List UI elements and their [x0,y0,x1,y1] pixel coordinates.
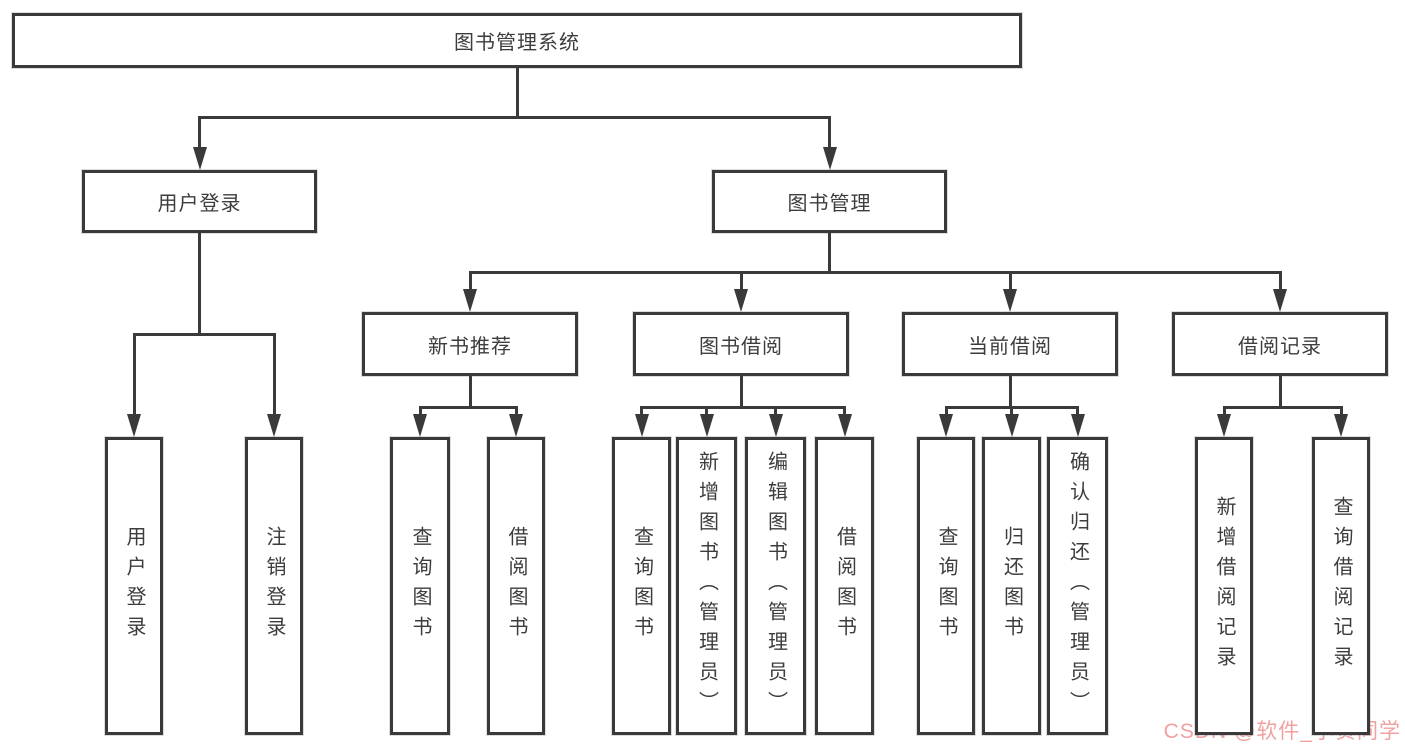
node-label-leaf-query-borrow-record: 查询借阅记录 [1330,496,1352,676]
node-label-leaf-edit-book-admin: 编辑图书（管理员） [764,451,787,721]
edge-drop [640,406,643,421]
node-new-book-recommend: 新书推荐 [362,312,578,376]
node-label-borrow-records: 借阅记录 [1238,335,1322,358]
node-leaf-return-book: 归还图书 [982,437,1041,735]
edge-bus [468,271,1282,274]
arrowhead-down-icon [127,414,141,437]
arrowhead-down-icon [634,414,649,437]
edge-drop [132,333,136,421]
arrowhead-down-icon [1003,289,1017,312]
node-label-leaf-borrow-book-1: 借阅图书 [505,526,527,646]
node-label-root: 图书管理系统 [454,32,580,54]
arrowhead-down-icon [509,414,523,437]
node-label-leaf-query-book-3: 查询图书 [935,526,957,646]
edge-drop [1278,271,1282,296]
node-root: 图书管理系统 [12,13,1022,68]
node-label-leaf-add-book-admin: 新增图书（管理员） [695,451,718,721]
arrowhead-down-icon [413,414,427,437]
edge-bus [1222,406,1343,409]
arrowhead-down-icon [1004,414,1019,437]
edge-drop [828,116,831,154]
edge-stem [198,233,201,335]
edge-bus [418,406,518,409]
arrowhead-down-icon [837,414,852,437]
edge-drop [468,271,472,296]
arrowhead-down-icon [1070,414,1085,437]
node-leaf-user-login: 用户登录 [105,437,163,735]
node-label-leaf-return-book: 归还图书 [1000,526,1023,646]
arrowhead-down-icon [1217,414,1231,437]
node-leaf-borrow-book-1: 借阅图书 [487,437,545,735]
node-leaf-query-book-2: 查询图书 [612,437,671,735]
edge-bus [132,333,276,336]
edge-drop [418,406,422,421]
arrowhead-down-icon [192,147,207,170]
edge-drop [739,271,743,296]
node-book-borrow: 图书借阅 [633,312,849,376]
node-leaf-add-borrow-record: 新增借阅记录 [1195,437,1253,735]
edge-drop [843,406,846,421]
node-leaf-query-book-1: 查询图书 [390,437,450,735]
edge-stem [1008,376,1012,408]
edge-stem [1278,376,1282,408]
node-book-management: 图书管理 [712,170,947,233]
edge-drop [705,406,708,421]
node-label-new-book-recommend: 新书推荐 [428,335,512,358]
edge-drop [944,406,948,421]
edge-bus [198,116,831,119]
arrowhead-down-icon [822,147,837,170]
node-leaf-logout: 注销登录 [245,437,303,735]
arrowhead-down-icon [734,289,748,312]
edge-drop [1010,406,1013,421]
arrowhead-down-icon [1334,414,1348,437]
node-label-leaf-query-book-1: 查询图书 [409,526,431,646]
node-label-leaf-logout: 注销登录 [263,526,285,646]
edge-drop [774,406,777,421]
edge-stem [739,376,743,408]
arrowhead-down-icon [267,414,281,437]
node-label-book-borrow: 图书借阅 [699,335,783,358]
node-label-leaf-user-login: 用户登录 [123,526,145,646]
edge-stem [515,68,519,118]
edge-stem [468,376,472,408]
arrowhead-down-icon [463,289,477,312]
arrowhead-down-icon [768,414,783,437]
edge-drop [272,333,276,421]
node-borrow-records: 借阅记录 [1172,312,1388,376]
node-current-borrow: 当前借阅 [902,312,1118,376]
arrowhead-down-icon [699,414,714,437]
node-label-user-login: 用户登录 [157,193,242,215]
node-user-login: 用户登录 [82,170,317,233]
node-label-leaf-query-book-2: 查询图书 [630,526,653,646]
node-leaf-query-borrow-record: 查询借阅记录 [1312,437,1370,735]
node-leaf-confirm-return-admin: 确认归还（管理员） [1047,437,1108,735]
edge-stem [828,233,831,273]
node-label-leaf-borrow-book-2: 借阅图书 [833,526,856,646]
edge-drop [514,406,518,421]
node-label-leaf-add-borrow-record: 新增借阅记录 [1213,496,1235,676]
node-label-book-management: 图书管理 [787,193,872,215]
edge-drop [1339,406,1343,421]
node-leaf-query-book-3: 查询图书 [917,437,975,735]
arrowhead-down-icon [1273,289,1287,312]
edge-drop [198,116,201,154]
node-label-leaf-confirm-return-admin: 确认归还（管理员） [1066,451,1089,721]
edge-drop [1076,406,1079,421]
node-leaf-borrow-book-2: 借阅图书 [815,437,874,735]
node-leaf-edit-book-admin: 编辑图书（管理员） [745,437,806,735]
edge-drop [1222,406,1226,421]
edge-drop [1008,271,1012,296]
node-leaf-add-book-admin: 新增图书（管理员） [676,437,737,735]
node-label-current-borrow: 当前借阅 [968,335,1052,358]
edge-bus [640,406,846,409]
arrowhead-down-icon [939,414,953,437]
